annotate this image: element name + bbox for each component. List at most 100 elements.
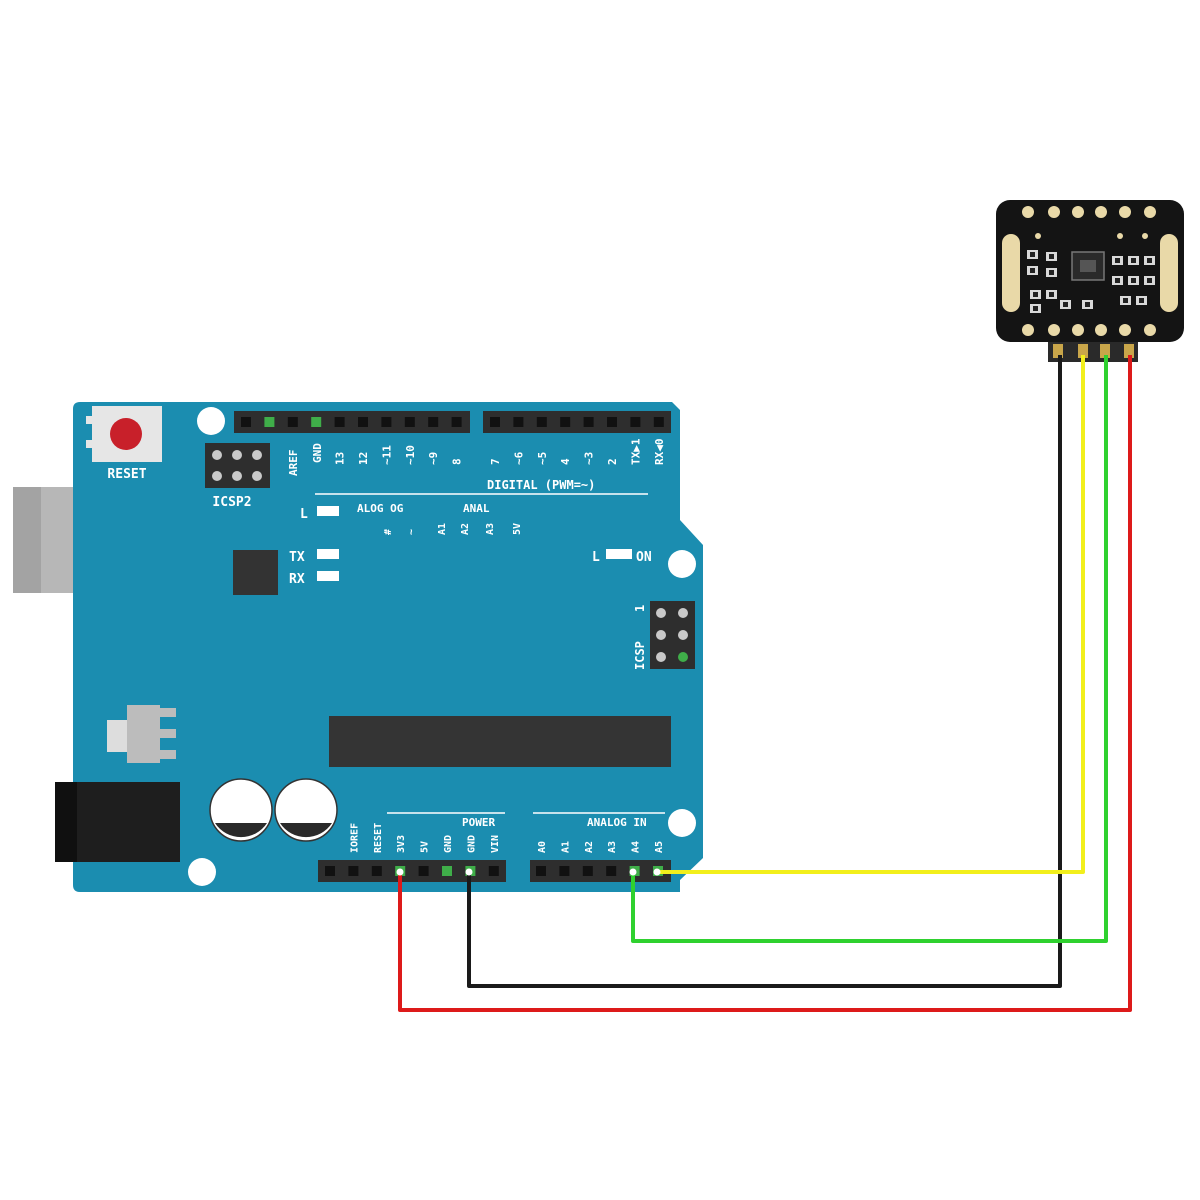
sensor-pad (1072, 324, 1084, 336)
regulator-pin (160, 708, 176, 717)
sensor-pad (1095, 206, 1107, 218)
on-l-label: L (592, 550, 600, 565)
header-pin-hole (513, 417, 524, 427)
icsp2-pin (212, 450, 222, 460)
header-pin-hole (358, 417, 368, 427)
analog-pin-label: A0 (537, 841, 548, 853)
digital-pin-label: 7 (489, 458, 502, 465)
digital-pin-label: ~5 (536, 452, 549, 465)
rx-label: RX (289, 572, 305, 587)
digital-pin-label: RX◀0 (653, 439, 666, 466)
wire-joint (653, 868, 661, 876)
led-l (317, 506, 339, 516)
smd-component-body (1030, 252, 1035, 257)
header-pin-hole (371, 866, 382, 876)
header-pin-hole (606, 866, 617, 876)
mounting-hole (188, 858, 216, 886)
icsp2-pin (252, 471, 262, 481)
header-pin-hole (264, 417, 275, 427)
smd-component-body (1131, 258, 1136, 263)
regulator-tab (107, 720, 127, 752)
sensor-pad (1072, 206, 1084, 218)
digital-pin-label: 12 (357, 452, 370, 465)
power-label: POWER (462, 816, 495, 829)
icsp2-pin (252, 450, 262, 460)
sensor-pad (1144, 324, 1156, 336)
regulator-pin (160, 729, 176, 738)
header-pin-hole (653, 417, 664, 427)
header-pin-hole (536, 417, 547, 427)
sensor-header-pins (1048, 340, 1138, 362)
digital-pin-label: 8 (451, 458, 464, 465)
sensor-pad (1095, 324, 1107, 336)
sensor-pad (1048, 206, 1060, 218)
tx-label: TX (289, 550, 305, 565)
reset-button-notch (86, 416, 94, 424)
sensor-pad (1119, 324, 1131, 336)
header-pin-hole (490, 417, 500, 427)
digital-pin-label: TX▶1 (629, 438, 642, 465)
regulator-pin (160, 750, 176, 759)
reset-label: RESET (107, 467, 146, 482)
board-pcb (73, 402, 703, 892)
power-pin-label: GND (466, 835, 477, 853)
header-pin-hole (418, 866, 429, 876)
sensor-pad-left (1002, 234, 1020, 312)
led-rx (317, 571, 339, 581)
header-pin-hole (287, 417, 298, 427)
power-pin-label: 5V (420, 841, 431, 853)
power-pin-label: RESET (373, 823, 384, 853)
regulator-body (127, 705, 160, 763)
sensor-pin (1078, 344, 1088, 358)
digital-label: DIGITAL (PWM=~) (487, 478, 595, 492)
wire-joint (629, 868, 637, 876)
digital-pin-label: ~11 (380, 445, 393, 465)
wire-joint (396, 868, 404, 876)
analog-pin-label: A4 (631, 841, 642, 853)
sensor-via (1035, 233, 1041, 239)
icsp2-pin (232, 450, 242, 460)
analog-header (530, 860, 671, 882)
on-label: ON (636, 550, 652, 565)
analog-fragment-pin-label: ~ (406, 529, 417, 535)
analog-fragment-label: ANAL (463, 502, 490, 515)
icsp-pin (678, 652, 688, 662)
smd-component-body (1085, 302, 1090, 307)
sensor-chip (1071, 251, 1105, 281)
sensor-via (1142, 233, 1148, 239)
icsp2-header (205, 443, 270, 488)
header-pin-hole (348, 866, 359, 876)
smd-component-body (1033, 292, 1038, 297)
gnd-wire (467, 355, 1062, 988)
header-pin-hole (428, 417, 439, 427)
header-pin-hole (325, 866, 335, 876)
icsp2-pin (212, 471, 222, 481)
icsp-pin1-label: 1 (633, 605, 647, 612)
reset-button[interactable] (110, 418, 142, 450)
icsp-pin (656, 652, 666, 662)
header-pin-hole (451, 417, 462, 427)
analog-fragment-pin-label: A2 (460, 523, 471, 535)
header-pin-hole (560, 417, 571, 427)
usb-connector-shadow (13, 487, 41, 593)
smd-component-body (1063, 302, 1068, 307)
smd-component-body (1030, 268, 1035, 273)
sensor-chip-window (1080, 260, 1096, 272)
digital-pin-label: 4 (559, 458, 572, 465)
sensor-via (1117, 233, 1123, 239)
reset-button-notch (86, 440, 94, 448)
icsp2-pin (232, 471, 242, 481)
digital-header-right (483, 411, 671, 433)
header-pin-hole (488, 866, 499, 876)
analog-pin-label: A1 (560, 841, 571, 853)
wire-joint (465, 868, 473, 876)
analog-pin-label: A5 (654, 841, 665, 853)
digital-pin-label: ~3 (583, 452, 596, 465)
capacitor (209, 778, 273, 842)
usb-chip (233, 550, 278, 595)
icsp-pin (656, 630, 666, 640)
led-on (606, 549, 632, 559)
mounting-hole (668, 809, 696, 837)
smd-component-body (1115, 278, 1120, 283)
